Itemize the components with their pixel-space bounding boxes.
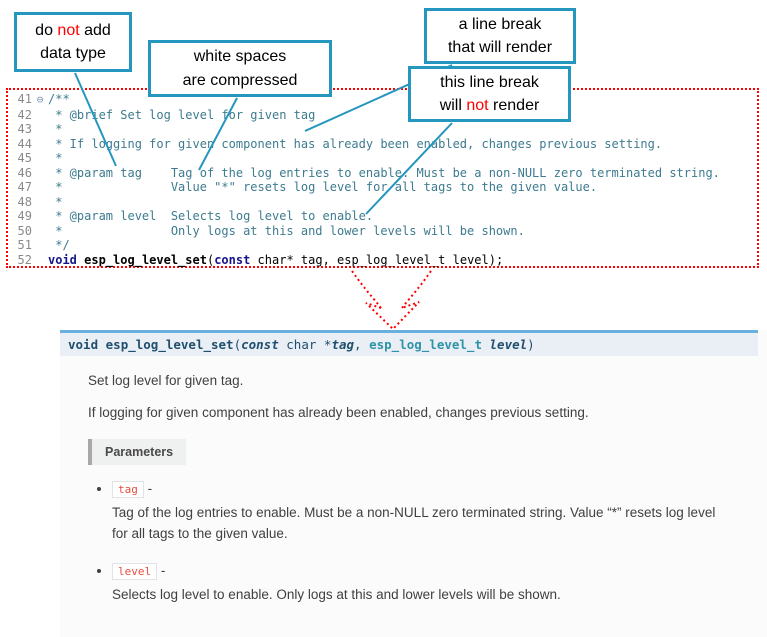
code-text: * Only logs at this and lower levels wil…	[48, 223, 525, 238]
signature-text: void esp_log_level_set(const char *tag, …	[68, 337, 535, 352]
line-number: 48	[17, 194, 32, 209]
code-text: /**	[48, 92, 70, 106]
line-number: 45	[17, 151, 32, 166]
parameter-item: level - Selects log level to enable. Only…	[112, 562, 767, 606]
code-text: */	[48, 238, 70, 253]
line-number: 46	[17, 165, 32, 180]
code-text: * @brief Set log level for given tag	[48, 107, 316, 122]
parameter-name-chip: level	[112, 562, 158, 580]
code-line: 43 *	[8, 122, 757, 137]
code-lines: 41 ⊖ /** 42 * @brief Set log level for give…	[8, 92, 757, 268]
code-line: 45 *	[8, 151, 757, 166]
callout-line: do not add	[35, 21, 111, 39]
callout-no-datatype: do not add data type	[14, 12, 132, 72]
function-signature: void esp_log_level_set(const char *tag, …	[60, 330, 758, 356]
doc-brief: Set log level for given tag.	[88, 373, 244, 388]
rendered-doc-panel: void esp_log_level_set(const char *tag, …	[60, 330, 767, 637]
line-number: 47	[17, 180, 32, 195]
line-number: 51	[17, 238, 32, 253]
code-line: 51 */	[8, 238, 757, 253]
parameter-name-chip: tag	[112, 481, 144, 498]
code-text: * Value "*" resets log level for all tag…	[48, 180, 598, 195]
callout-line: that will render	[447, 39, 553, 56]
emphasis-not: not	[57, 21, 80, 39]
parameter-separator: -	[143, 481, 153, 496]
callout-line: are compressed	[182, 71, 298, 89]
code-line: 47 * Value "*" resets log level for all …	[8, 180, 757, 195]
callout-linebreak-renders: a line break that will render	[424, 8, 576, 64]
line-number: 42	[17, 107, 32, 122]
code-text: void esp_log_level_set(const char* tag, …	[48, 253, 504, 268]
code-line: 42 * @brief Set log level for given tag	[8, 108, 757, 123]
parameter-list: tag - Tag of the log entries to enable. M…	[112, 481, 767, 606]
code-text: * @param level Selects log level to enab…	[48, 209, 374, 224]
parameter-separator: -	[157, 562, 166, 578]
code-text: * @param tag Tag of the log entries to e…	[48, 165, 720, 180]
code-line: 49 * @param level Selects log level to e…	[8, 209, 757, 224]
line-number: 41	[17, 92, 32, 106]
fold-marker-icon: ⊖	[36, 93, 44, 106]
parameter-head: tag -	[112, 481, 767, 498]
code-line: 46 * @param tag Tag of the log entries t…	[8, 166, 757, 181]
code-text: *	[48, 194, 63, 209]
callout-whitespace-compressed: white spaces are compressed	[148, 40, 332, 97]
callout-line: white spaces	[193, 48, 287, 66]
code-editor-snippet: 41 ⊖ /** 42 * @brief Set log level for give…	[6, 88, 759, 268]
parameters-label: Parameters	[88, 439, 187, 465]
code-line: 50 * Only logs at this and lower levels …	[8, 224, 757, 239]
code-text: * If logging for given component has alr…	[48, 136, 663, 151]
line-number: 44	[17, 136, 32, 151]
line-number: 52	[17, 253, 32, 268]
parameter-item: tag - Tag of the log entries to enable. M…	[112, 481, 767, 545]
code-text: *	[48, 122, 63, 137]
line-number: 49	[17, 209, 32, 224]
callout-line: this line break	[440, 73, 539, 91]
code-line: 52 void esp_log_level_set(const char* tag…	[8, 253, 757, 268]
parameter-description: Tag of the log entries to enable. Must b…	[112, 505, 716, 541]
doc-description: If logging for given component has alrea…	[88, 405, 589, 420]
callout-line: will not render	[439, 97, 540, 114]
callout-line: a line break	[458, 15, 542, 33]
code-line: 41 ⊖ /**	[8, 92, 757, 108]
code-line: 48 *	[8, 195, 757, 210]
emphasis-not: not	[466, 97, 489, 114]
parameter-head: level -	[112, 562, 767, 580]
code-line: 44 * If logging for given component has …	[8, 137, 757, 152]
callout-linebreak-not-render: this line break will not render	[408, 66, 571, 122]
code-text: *	[48, 151, 63, 166]
callout-line: data type	[40, 45, 106, 62]
dotted-funnel-arrow	[351, 270, 432, 331]
line-number: 50	[17, 223, 32, 238]
line-number: 43	[17, 122, 32, 137]
parameter-description: Selects log level to enable. Only logs a…	[112, 586, 561, 602]
